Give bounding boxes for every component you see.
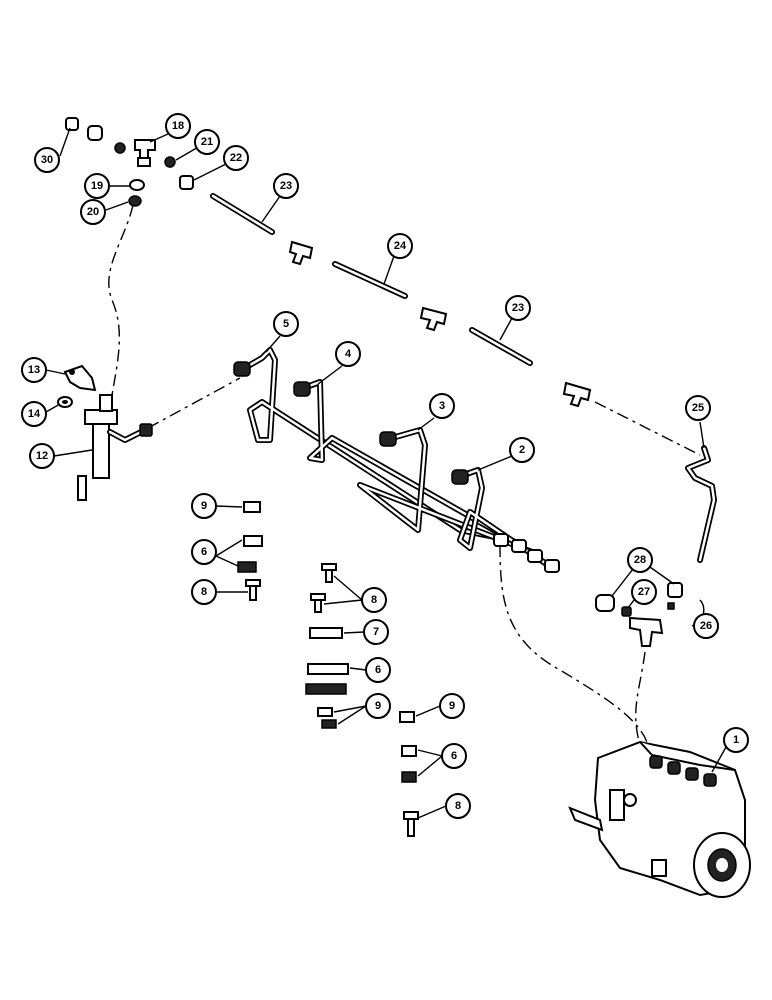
injection-pump-part-1 bbox=[568, 740, 751, 898]
svg-text:6: 6 bbox=[375, 664, 381, 676]
washer-part-14 bbox=[57, 396, 73, 408]
svg-text:8: 8 bbox=[371, 594, 377, 606]
svg-text:9: 9 bbox=[449, 700, 455, 712]
svg-text:26: 26 bbox=[700, 620, 712, 632]
svg-text:13: 13 bbox=[28, 364, 40, 376]
svg-text:23: 23 bbox=[280, 180, 292, 192]
svg-text:12: 12 bbox=[36, 450, 48, 462]
svg-text:5: 5 bbox=[283, 318, 289, 330]
svg-text:28: 28 bbox=[634, 554, 646, 566]
svg-text:24: 24 bbox=[394, 240, 407, 252]
callout-22: 22 bbox=[223, 145, 249, 171]
callout-4: 4 bbox=[335, 341, 361, 367]
svg-text:9: 9 bbox=[375, 700, 381, 712]
callout-5: 5 bbox=[273, 311, 299, 337]
svg-text:22: 22 bbox=[230, 152, 242, 164]
callout-21: 21 bbox=[194, 129, 220, 155]
svg-text:1: 1 bbox=[733, 734, 739, 746]
callout-26: 26 bbox=[693, 613, 719, 639]
callout-6b: 6 bbox=[365, 657, 391, 683]
callout-1: 1 bbox=[723, 727, 749, 753]
callout-9c: 9 bbox=[439, 693, 465, 719]
callout-6c: 6 bbox=[441, 743, 467, 769]
return-fittings-part-26 bbox=[595, 582, 683, 647]
svg-text:6: 6 bbox=[201, 546, 207, 558]
svg-text:30: 30 bbox=[41, 154, 53, 166]
svg-text:18: 18 bbox=[172, 120, 184, 132]
clamp-hardware bbox=[237, 501, 419, 837]
svg-text:2: 2 bbox=[519, 444, 525, 456]
leak-off-tubes bbox=[210, 193, 592, 408]
injection-pipes bbox=[233, 347, 560, 573]
svg-text:4: 4 bbox=[345, 348, 352, 360]
svg-text:6: 6 bbox=[451, 750, 457, 762]
callout-3: 3 bbox=[429, 393, 455, 419]
callout-2: 2 bbox=[509, 437, 535, 463]
callout-28: 28 bbox=[627, 547, 653, 573]
callout-8a: 8 bbox=[191, 579, 217, 605]
return-line-part-25 bbox=[685, 445, 717, 563]
callout-12: 12 bbox=[29, 443, 55, 469]
callout-20: 20 bbox=[80, 199, 106, 225]
svg-text:23: 23 bbox=[512, 302, 524, 314]
callout-19: 19 bbox=[84, 173, 110, 199]
callout-27: 27 bbox=[631, 579, 657, 605]
svg-text:19: 19 bbox=[91, 180, 103, 192]
svg-text:25: 25 bbox=[692, 402, 704, 414]
callout-23b: 23 bbox=[505, 295, 531, 321]
callout-14: 14 bbox=[21, 401, 47, 427]
svg-text:8: 8 bbox=[201, 586, 207, 598]
svg-text:3: 3 bbox=[439, 400, 445, 412]
callout-8b: 8 bbox=[361, 587, 387, 613]
svg-text:14: 14 bbox=[28, 408, 41, 420]
svg-text:7: 7 bbox=[373, 626, 379, 638]
callouts: 30 18 21 22 19 20 23 24 23 25 5 4 3 2 13… bbox=[21, 113, 749, 819]
callout-9b: 9 bbox=[365, 693, 391, 719]
callout-8c: 8 bbox=[445, 793, 471, 819]
callout-9a: 9 bbox=[191, 493, 217, 519]
svg-text:8: 8 bbox=[455, 800, 461, 812]
callout-13: 13 bbox=[21, 357, 47, 383]
clamp-part-13 bbox=[63, 364, 97, 392]
callout-30: 30 bbox=[34, 147, 60, 173]
callout-24: 24 bbox=[387, 233, 413, 259]
injector-part-12 bbox=[77, 394, 153, 501]
callout-25: 25 bbox=[685, 395, 711, 421]
callout-23a: 23 bbox=[273, 173, 299, 199]
callout-6a: 6 bbox=[191, 539, 217, 565]
callout-7: 7 bbox=[363, 619, 389, 645]
svg-text:27: 27 bbox=[638, 586, 650, 598]
leak-off-fittings bbox=[65, 117, 194, 207]
assembly-lines bbox=[108, 204, 701, 746]
svg-text:9: 9 bbox=[201, 500, 207, 512]
callout-18: 18 bbox=[165, 113, 191, 139]
svg-text:20: 20 bbox=[87, 206, 99, 218]
svg-text:21: 21 bbox=[201, 136, 213, 148]
